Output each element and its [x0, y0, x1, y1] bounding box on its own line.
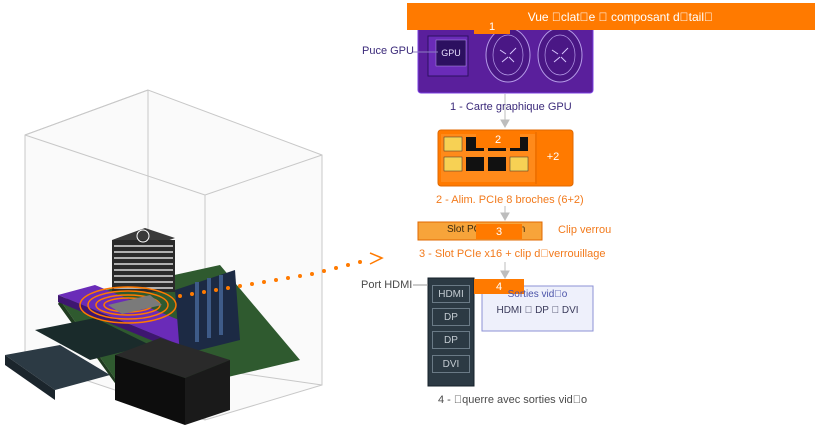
- port-hdmi: HDMI: [432, 285, 470, 303]
- gpu-chip-label: Puce GPU: [362, 45, 414, 57]
- pci-slot-dark: [35, 318, 150, 360]
- port-dvi: DVI: [432, 355, 470, 373]
- outputs-info-text: HDMI   DP   DVI: [496, 305, 579, 316]
- leader-arrow: [178, 260, 362, 298]
- gpu-card: [413, 17, 594, 94]
- step-caption-1: 1 - Carte graphique GPU: [450, 101, 572, 113]
- io-bracket: [413, 277, 594, 387]
- port-dp-2: DP: [432, 331, 470, 349]
- step-badge-2: 2: [476, 132, 520, 148]
- step-caption-2: 2 - Alim. PCIe 8 broches (6+2): [436, 194, 584, 206]
- port-dp-1: DP: [432, 308, 470, 326]
- step-badge-1: 1: [474, 20, 510, 34]
- cpu-cooler: [112, 228, 175, 292]
- view-title: Vue  clat e   composant d tail : [527, 9, 713, 24]
- step-badge-3: 3: [476, 224, 522, 239]
- hdmi-port-label: Port HDMI: [361, 279, 413, 291]
- outputs-info-title: Sorties vid o: [507, 289, 568, 300]
- step-caption-3: 3 - Slot PCIe x16 + clip d verrouillage: [419, 248, 606, 260]
- step-caption-4: 4 -  querre avec sorties vid o: [438, 394, 588, 406]
- step-badge-4: 4: [474, 279, 524, 294]
- view-title-bar: Vue  clat e   composant d tail : [407, 3, 815, 30]
- psu-box: [115, 338, 230, 425]
- clip-label: Clip verrou: [558, 224, 612, 236]
- gpu-chip-text: GPU: [441, 48, 461, 58]
- connector-extra-pins: +2: [546, 151, 560, 163]
